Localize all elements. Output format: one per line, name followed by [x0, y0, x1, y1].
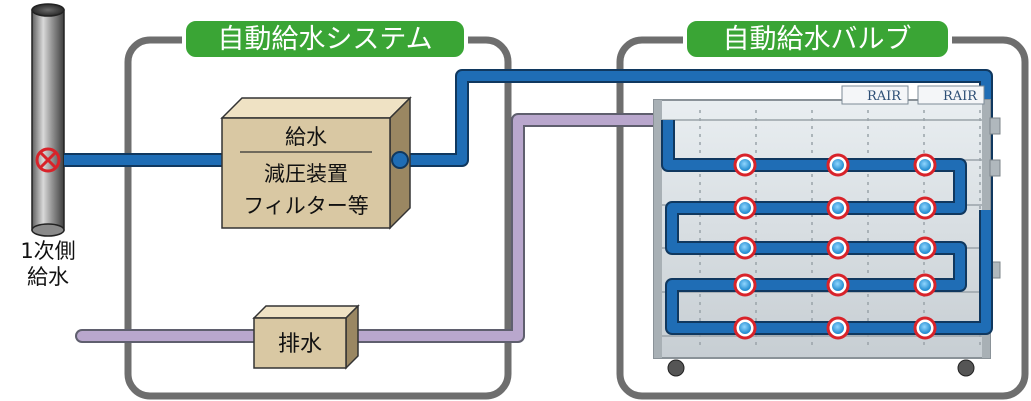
- valve-title: 自動給水バルブ: [723, 24, 912, 55]
- supply-outlet-connector: [391, 151, 409, 169]
- water-valve-icon: [826, 236, 850, 260]
- water-valve-icon: [913, 196, 937, 220]
- water-valve-icon: [913, 273, 937, 297]
- water-valve-icon: [733, 153, 757, 177]
- system-title: 自動給水システム: [217, 24, 432, 55]
- rack-brand-left: RAIR: [867, 89, 902, 104]
- rack-brand-right: RAIR: [943, 89, 978, 104]
- primary-supply-label-1: 1次側: [20, 239, 75, 263]
- water-valve-icon: [826, 316, 850, 340]
- water-valve-icon: [826, 273, 850, 297]
- valve-title-banner: 自動給水バルブ: [683, 17, 952, 61]
- water-valve-icon: [913, 316, 937, 340]
- rack-brand-plate-left: [841, 85, 909, 105]
- supply-unit-sub2: フィルター等: [243, 194, 369, 218]
- supply-unit-sub1: 減圧装置: [264, 162, 348, 186]
- valve-grid: [733, 153, 937, 340]
- supply-unit-box: 給水 減圧装置 フィルター等: [220, 96, 412, 230]
- rack-brand-plate-right: [917, 85, 985, 105]
- drain-unit-box: 排水: [252, 304, 360, 370]
- water-valve-icon: [826, 196, 850, 220]
- water-valve-icon: [733, 316, 757, 340]
- caster-right: [957, 359, 975, 377]
- primary-supply-label-2: 給水: [27, 265, 69, 289]
- water-valve-icon: [826, 153, 850, 177]
- supply-unit-label: 給水: [285, 125, 327, 149]
- water-valve-icon: [733, 196, 757, 220]
- water-valve-icon: [913, 153, 937, 177]
- water-valve-icon: [733, 236, 757, 260]
- system-title-banner: 自動給水システム: [182, 17, 468, 61]
- drain-pipe: [75, 113, 700, 343]
- water-valve-icon: [913, 236, 937, 260]
- caster-left: [667, 359, 685, 377]
- rack-supply-manifold: [661, 120, 993, 335]
- primary-water-column: [31, 3, 65, 237]
- water-valve-icon: [733, 273, 757, 297]
- shutoff-valve-icon: [35, 147, 61, 173]
- drain-unit-label: 排水: [278, 332, 322, 357]
